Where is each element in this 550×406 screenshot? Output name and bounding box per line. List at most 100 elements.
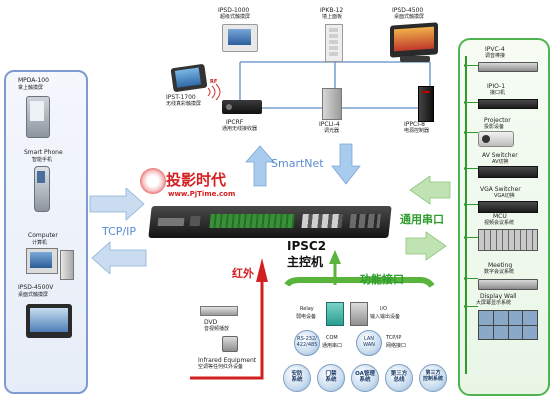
dvd-model: DVD bbox=[204, 319, 218, 326]
ippci8-model: IPPCI-8 bbox=[404, 121, 425, 128]
computer-monitor bbox=[26, 248, 58, 274]
pda-device bbox=[26, 96, 50, 138]
phone-desc: 智能手机 bbox=[32, 157, 53, 163]
com-model: COM bbox=[326, 335, 338, 341]
smartphone-device bbox=[34, 166, 50, 212]
right-item-1-model: IPVC-4 bbox=[485, 46, 505, 53]
ipst1700-model: IPST-1700 bbox=[166, 94, 196, 101]
meeting-device bbox=[478, 279, 538, 290]
system-4-line2: 总线 bbox=[393, 377, 405, 384]
relay-model: Relay bbox=[300, 306, 314, 312]
ipsd1000-desc: 超级式触摸屏 bbox=[220, 14, 251, 20]
ipsd4500v-desc: 桌面式触摸屏 bbox=[18, 292, 49, 298]
right-item-8-model: Display Wall bbox=[480, 293, 517, 300]
lan-line2: WAN bbox=[363, 341, 375, 348]
system-1-line2: 系统 bbox=[291, 377, 303, 384]
dvd-device bbox=[200, 306, 238, 316]
ipcli4-model: IPCLI-4 bbox=[319, 121, 340, 128]
watermark-url: www.PjTime.com bbox=[168, 190, 236, 198]
system-ball-3: OA管理 系统 bbox=[351, 364, 379, 392]
ipcli4-dimmer bbox=[322, 88, 342, 120]
right-item-3-model: Projector bbox=[484, 117, 511, 124]
function-bracket bbox=[284, 277, 435, 288]
smartnet-label: SmartNet bbox=[271, 157, 324, 170]
right-item-6-model: MCU bbox=[493, 213, 507, 220]
lan-line1: LAN bbox=[363, 336, 375, 342]
projector-device bbox=[478, 131, 514, 147]
infrared-equipment-device bbox=[222, 336, 238, 352]
system-3-line2: 系统 bbox=[359, 377, 371, 384]
relay-desc: 弱电设备 bbox=[296, 314, 317, 320]
ipvc4-device bbox=[478, 62, 538, 72]
system-ball-1: 安防 系统 bbox=[283, 364, 311, 392]
ipsd1000-model: IPSD-1000 bbox=[218, 7, 250, 14]
system-5-line2: 控制系统 bbox=[422, 375, 443, 382]
ipst1700-touchpanel bbox=[170, 63, 208, 93]
ir-equip-desc: 空调等任何红外设备 bbox=[198, 364, 244, 370]
iprf-receiver bbox=[222, 100, 262, 114]
left-device-panel bbox=[4, 70, 88, 394]
function-label: 功能接口 bbox=[360, 273, 404, 286]
tcpip-arrows bbox=[89, 188, 147, 274]
right-bus-line bbox=[465, 56, 467, 374]
vga-switcher-device bbox=[478, 201, 538, 213]
right-item-1-desc: 调音棒接 bbox=[485, 53, 506, 59]
ir-equip-model: Infrared Equipment bbox=[198, 357, 257, 364]
watermark-logo bbox=[140, 168, 166, 194]
right-item-7-model: Meeting bbox=[488, 262, 513, 269]
io-device bbox=[350, 302, 368, 326]
rs232-ball: RS-232/ 422/485 bbox=[294, 330, 320, 356]
mpda-model: MPDA-100 bbox=[18, 77, 49, 84]
ipsc2-controller bbox=[148, 206, 392, 238]
infrared-line bbox=[190, 280, 264, 380]
phone-model: Smart Phone bbox=[24, 149, 63, 156]
right-item-3-desc: 投影设备 bbox=[484, 124, 505, 130]
relay-device bbox=[326, 302, 344, 326]
right-item-4-desc: AV切换 bbox=[492, 159, 509, 165]
mpda-desc: 掌上触摸屏 bbox=[18, 85, 44, 91]
ipsd4500v-model: IPSD-4500V bbox=[18, 284, 54, 291]
right-item-7-desc: 数字会议系统 bbox=[484, 269, 515, 275]
ipsd4500v-touchscreen bbox=[26, 304, 72, 338]
system-ball-5: 第三方 控制系统 bbox=[419, 364, 447, 392]
system-2-line2: 系统 bbox=[325, 377, 337, 384]
ipsd4500-desc: 桌面式触摸屏 bbox=[394, 14, 425, 20]
iprf-desc: 通用无线接收器 bbox=[222, 126, 258, 132]
ipkb12-desc: 墙上面板 bbox=[322, 14, 343, 20]
system-2-line1: 门禁 bbox=[325, 371, 337, 377]
ipio1-device bbox=[478, 99, 538, 109]
tcp-desc: 网络接口 bbox=[386, 343, 407, 349]
ippci8-power bbox=[418, 86, 434, 122]
lan-ball: LAN WAN bbox=[356, 330, 382, 356]
smartnet-arrows bbox=[245, 143, 361, 187]
tcpip-label: TCP/IP bbox=[102, 225, 136, 238]
display-wall-device bbox=[478, 310, 538, 340]
computer-model: Computer bbox=[28, 232, 58, 239]
dvd-desc: 音视频播放 bbox=[204, 326, 230, 332]
tcp-model: TCP/IP bbox=[386, 335, 402, 341]
ipsd1000-touchscreen bbox=[222, 24, 258, 52]
rs232-line1: RS-232/ bbox=[297, 336, 317, 342]
right-item-6-desc: 视频会议系统 bbox=[484, 220, 515, 226]
controller-desc: 主控机 bbox=[287, 255, 324, 269]
serial-label: 通用串口 bbox=[400, 213, 444, 226]
system-5-line1: 第三方 bbox=[425, 370, 441, 376]
infrared-label: 红外 bbox=[232, 267, 254, 280]
computer-desc: 计算机 bbox=[32, 240, 48, 246]
right-item-2-desc: 接口机 bbox=[490, 90, 506, 96]
right-item-5-model: VGA Switcher bbox=[480, 186, 521, 193]
com-desc: 通用串口 bbox=[322, 343, 343, 349]
infrared-arrowhead bbox=[256, 258, 268, 282]
mcu-device bbox=[478, 229, 538, 251]
serial-arrows bbox=[405, 176, 451, 261]
system-ball-2: 门禁 系统 bbox=[317, 364, 345, 392]
computer-tower bbox=[60, 250, 74, 280]
io-desc: 输入输出设备 bbox=[370, 314, 401, 320]
right-item-4-model: AV Switcher bbox=[482, 152, 518, 159]
right-item-2-model: IPIO-1 bbox=[487, 83, 506, 90]
right-item-5-desc: VGA切换 bbox=[494, 193, 515, 199]
ipcli4-desc: 调光器 bbox=[324, 128, 340, 134]
system-3-line1: OA管理 bbox=[355, 371, 375, 377]
system-4-line1: 第三方 bbox=[390, 371, 408, 377]
